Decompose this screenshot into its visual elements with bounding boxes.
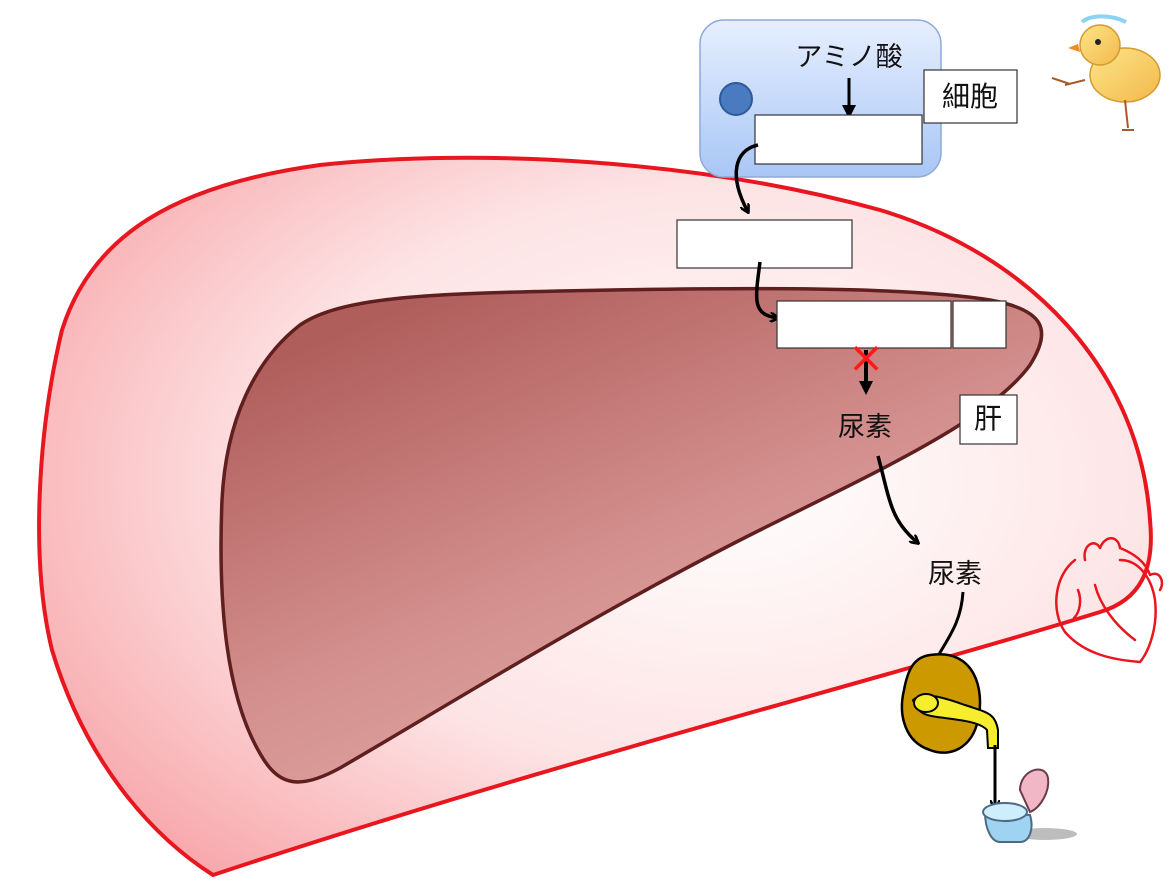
urea-blood-label: 尿素 bbox=[928, 559, 982, 590]
kidney-icon bbox=[900, 653, 999, 754]
urea-liver-label: 尿素 bbox=[838, 412, 892, 443]
arrow-box2-to-box3 bbox=[754, 261, 778, 318]
answer-box-2[interactable] bbox=[676, 219, 853, 269]
arrow-cell-to-box2 bbox=[734, 143, 759, 212]
cell-label: 細胞 bbox=[942, 80, 998, 113]
blocked-cross: × bbox=[848, 332, 885, 383]
answer-box-3[interactable] bbox=[776, 300, 952, 349]
liver-label: 肝 bbox=[974, 402, 1002, 435]
arrow-urea-to-blood bbox=[876, 455, 918, 543]
cell-label-box: 細胞 bbox=[923, 69, 1018, 124]
answer-box-4[interactable] bbox=[952, 300, 1007, 349]
toilet-icon bbox=[982, 768, 1077, 843]
heart-icon bbox=[1055, 537, 1164, 664]
chick-icon bbox=[1051, 14, 1161, 131]
answer-box-1[interactable] bbox=[754, 114, 923, 165]
liver-shape bbox=[219, 286, 1044, 784]
liver-label-box: 肝 bbox=[959, 394, 1018, 445]
amino-acid-label: アミノ酸 bbox=[795, 42, 902, 73]
nucleus-icon bbox=[719, 82, 753, 116]
